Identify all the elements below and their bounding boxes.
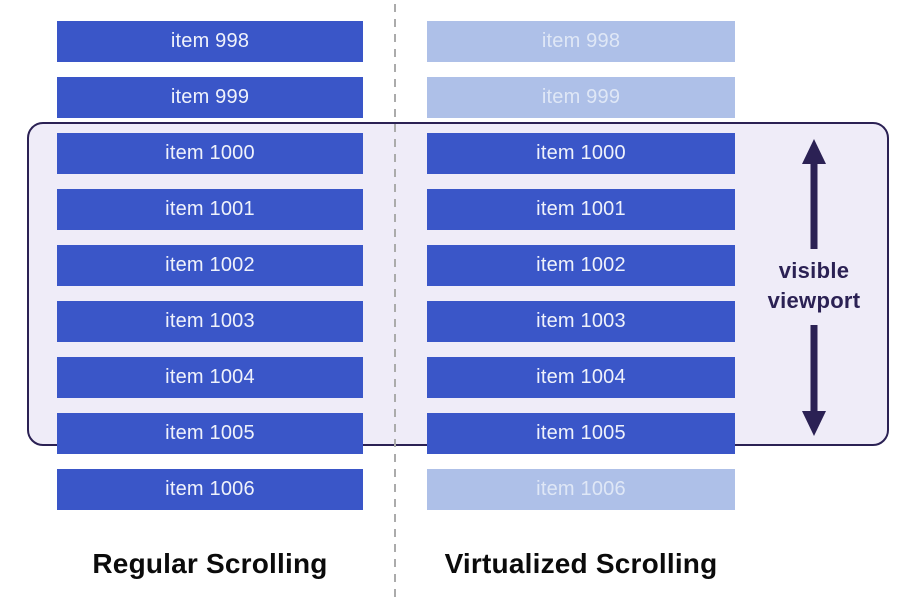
list-item: item 1003: [57, 301, 363, 342]
viewport-range-arrow-icon: [802, 139, 826, 436]
list-item-label: item 1002: [536, 254, 626, 276]
list-item-label: item 1006: [536, 478, 626, 500]
regular-scrolling-list: item 998 item 999 item 1000 item 1001 it…: [57, 21, 363, 510]
list-item: item 1001: [427, 189, 735, 230]
list-item: item 1005: [57, 413, 363, 454]
list-item-label: item 1000: [165, 142, 255, 164]
list-item: item 999: [427, 77, 735, 118]
list-item-label: item 999: [170, 86, 250, 108]
list-item: item 1003: [427, 301, 735, 342]
list-item: item 1000: [57, 133, 363, 174]
list-item: item 1002: [57, 245, 363, 286]
list-item: item 999: [57, 77, 363, 118]
list-item: item 1001: [57, 189, 363, 230]
list-item-label: item 1002: [165, 254, 255, 276]
column-divider: [394, 4, 396, 602]
list-item: item 1002: [427, 245, 735, 286]
list-item-label: item 1004: [536, 366, 626, 388]
list-item-label: item 1003: [536, 310, 626, 332]
list-item-label: item 1005: [165, 422, 255, 444]
list-item-label: item 1001: [165, 198, 255, 220]
list-item: item 998: [57, 21, 363, 62]
list-item-label: item 1001: [536, 198, 626, 220]
viewport-label: visible viewport: [739, 256, 889, 316]
list-item: item 1004: [57, 357, 363, 398]
list-item-label: item 1000: [536, 142, 626, 164]
list-item-label: item 998: [170, 30, 250, 52]
list-item-label: item 1004: [165, 366, 255, 388]
list-item-label: item 1005: [536, 422, 626, 444]
list-item-label: item 1006: [165, 478, 255, 500]
virtualized-scrolling-list: item 998 item 999 item 1000 item 1001 it…: [427, 21, 735, 510]
viewport-label-line2: viewport: [767, 288, 861, 313]
viewport-label-line1: visible: [778, 258, 850, 283]
list-item: item 1005: [427, 413, 735, 454]
list-item: item 1000: [427, 133, 735, 174]
list-item-label: item 998: [541, 30, 621, 52]
regular-scrolling-title: Regular Scrolling: [92, 548, 328, 579]
list-item-label: item 1003: [165, 310, 255, 332]
list-item: item 1006: [427, 469, 735, 510]
virtualized-scrolling-title: Virtualized Scrolling: [444, 548, 718, 579]
list-item-label: item 999: [541, 86, 621, 108]
list-item: item 1004: [427, 357, 735, 398]
list-item: item 998: [427, 21, 735, 62]
list-item: item 1006: [57, 469, 363, 510]
